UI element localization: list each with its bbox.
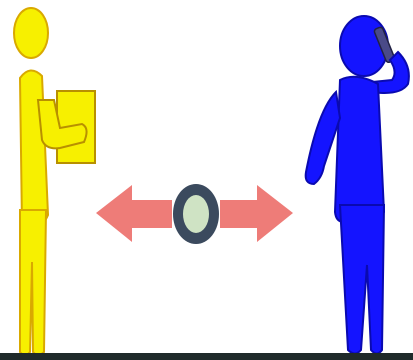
left-person-head <box>14 8 48 58</box>
left-person-legs <box>20 210 46 355</box>
right-person-lower-arm <box>306 92 340 184</box>
left-person-torso <box>20 70 48 225</box>
right-person-legs <box>340 205 384 354</box>
left-person-figure <box>14 8 95 355</box>
exchange-token <box>173 184 219 244</box>
right-person-torso <box>335 77 384 222</box>
right-person-figure <box>306 16 409 354</box>
arrow-left-icon <box>96 185 172 242</box>
ground-line <box>0 353 413 360</box>
arrow-right-icon <box>220 185 293 242</box>
token-center <box>183 195 209 233</box>
